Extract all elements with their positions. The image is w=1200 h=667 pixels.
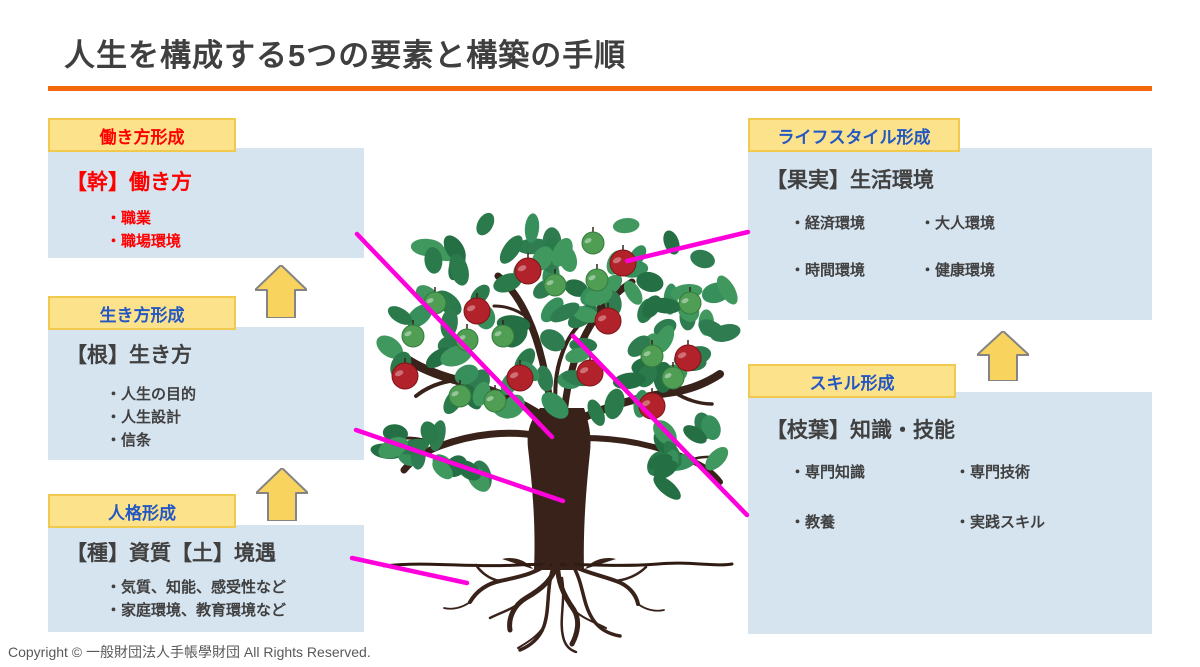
panel-heading: 【根】生き方 (66, 344, 192, 367)
tab-label: 人格形成 (108, 503, 176, 523)
bullet-item: ・人生設計 (106, 409, 182, 426)
bullet-item: ・大人環境 (920, 215, 996, 232)
panel-branches-knowledge-skills: 【枝葉】知識・技能 ・専門知識 ・専門技術 ・教養 ・実践スキル (748, 392, 1152, 634)
bullet-list: ・専門知識 ・専門技術 ・教養 ・実践スキル (790, 461, 1152, 534)
tab-skill-formation: スキル形成 (748, 364, 956, 398)
tab-work-style-formation: 働き方形成 (48, 118, 236, 152)
panel-heading: 【幹】働き方 (66, 171, 192, 194)
bullet-item: ・実践スキル (955, 514, 1046, 531)
panel-seed-soil: 【種】資質【土】境遇 ・気質、知能、感受性など ・家庭環境、教育環境など (48, 525, 364, 632)
bullet-list: ・経済環境 ・大人環境 ・時間環境 ・健康環境 (790, 212, 1152, 282)
bullet-item: ・職業 (106, 210, 152, 227)
bullet-item: ・教養 (790, 514, 836, 531)
apple-tree-illustration (370, 212, 741, 654)
tab-label: ライフスタイル形成 (777, 127, 931, 147)
tab-label: 働き方形成 (99, 127, 185, 147)
panel-trunk-work-style: 【幹】働き方 ・職業 ・職場環境 (48, 148, 364, 258)
tab-lifestyle-formation: ライフスタイル形成 (748, 118, 960, 152)
tab-label: 生き方形成 (99, 305, 185, 325)
copyright-text: Copyright © 一般財団法人手帳學財団 All Rights Reser… (8, 644, 371, 660)
up-arrow-icon (977, 331, 1029, 381)
bullet-list: ・職業 ・職場環境 (106, 207, 364, 253)
bullet-item: ・専門技術 (955, 464, 1031, 481)
bullet-list: ・人生の目的 ・人生設計 ・信条 (106, 383, 364, 452)
panel-fruit-living-environment: 【果実】生活環境 ・経済環境 ・大人環境 ・時間環境 ・健康環境 (748, 148, 1152, 320)
bullet-item: ・職場環境 (106, 233, 182, 250)
panel-heading: 【果実】生活環境 (766, 169, 934, 192)
bullet-item: ・気質、知能、感受性など (106, 579, 287, 596)
page-title: 人生を構成する5つの要素と構築の手順 (64, 38, 627, 73)
tab-label: スキル形成 (809, 373, 895, 393)
bullet-item: ・専門知識 (790, 464, 866, 481)
bullet-item: ・人生の目的 (106, 386, 197, 403)
title-divider (48, 86, 1152, 91)
bullet-item: ・健康環境 (920, 262, 996, 279)
tab-character-formation: 人格形成 (48, 494, 236, 528)
panel-roots-way-of-life: 【根】生き方 ・人生の目的 ・人生設計 ・信条 (48, 327, 364, 460)
bullet-item: ・信条 (106, 432, 152, 449)
bullet-item: ・家庭環境、教育環境など (106, 602, 287, 619)
bullet-list: ・気質、知能、感受性など ・家庭環境、教育環境など (106, 576, 364, 622)
bullet-item: ・時間環境 (790, 262, 866, 279)
tab-way-of-life-formation: 生き方形成 (48, 296, 236, 330)
panel-heading: 【枝葉】知識・技能 (766, 419, 955, 442)
panel-heading: 【種】資質【土】境遇 (66, 542, 276, 565)
bullet-item: ・経済環境 (790, 215, 866, 232)
up-arrow-icon (256, 468, 308, 521)
up-arrow-icon (255, 265, 307, 318)
